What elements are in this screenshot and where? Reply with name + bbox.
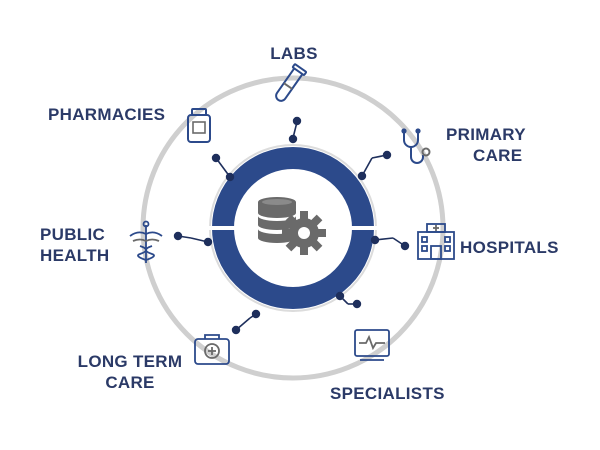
label-long-term-care-line-1: LONG TERM: [77, 352, 183, 371]
outer-ring: [140, 75, 446, 381]
label-public-health: PUBLIC HEALTH: [40, 224, 120, 266]
label-hospitals: HOSPITALS: [460, 237, 580, 258]
label-labs: LABS: [262, 43, 326, 64]
connector-primary-care: [357, 150, 392, 181]
connector-labs: [288, 116, 302, 144]
label-public-health-line-2: HEALTH: [40, 246, 110, 265]
test-tube-icon: [275, 63, 307, 102]
label-public-health-line-1: PUBLIC: [40, 225, 106, 244]
database-gear-icon: [258, 197, 326, 255]
hub-divider-left: [209, 226, 235, 230]
connector-long-term-care: [231, 309, 261, 335]
connectors: [173, 116, 410, 335]
stethoscope-icon: [401, 128, 431, 164]
connector-pharmacies: [211, 153, 235, 182]
label-primary-care: PRIMARY CARE: [446, 124, 542, 166]
connector-hospitals: [370, 235, 410, 251]
label-long-term-care: LONG TERM CARE: [72, 351, 188, 393]
label-hospitals-line-1: HOSPITALS: [460, 238, 559, 257]
label-long-term-care-line-2: CARE: [105, 373, 155, 392]
caduceus-icon: [129, 220, 163, 263]
label-pharmacies-line-1: PHARMACIES: [48, 105, 166, 124]
first-aid-kit-icon: [194, 334, 230, 365]
label-specialists: SPECIALISTS: [330, 383, 460, 404]
hospital-building-icon: [417, 223, 455, 260]
label-specialists-line-1: SPECIALISTS: [330, 384, 445, 403]
connector-specialists: [335, 291, 362, 309]
label-primary-care-line-1: PRIMARY: [446, 125, 526, 144]
label-labs-line-1: LABS: [270, 44, 318, 63]
central-hub: [209, 144, 377, 312]
label-pharmacies: PHARMACIES: [48, 104, 174, 125]
hub-divider-right: [351, 226, 377, 230]
label-primary-care-line-2: CARE: [473, 146, 523, 165]
connector-public-health: [173, 231, 213, 247]
medicine-bottle-icon: [187, 108, 211, 143]
heart-monitor-icon: [354, 329, 390, 361]
